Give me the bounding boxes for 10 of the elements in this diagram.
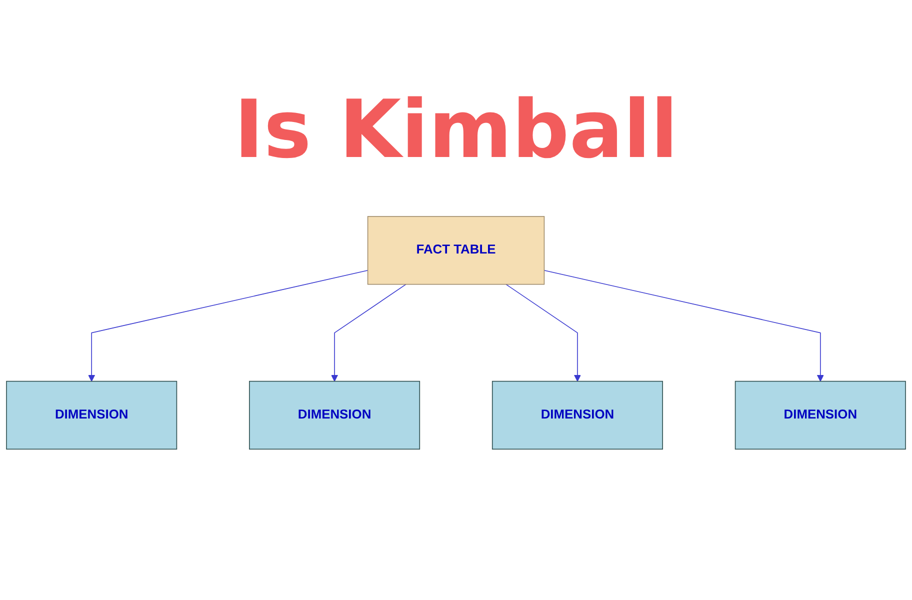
arrow (88, 270, 368, 382)
node-box: DIMENSION (6, 380, 178, 450)
node-box: DIMENSION (492, 380, 663, 450)
arrow (544, 270, 824, 382)
node-box: FACT TABLE (367, 216, 545, 285)
arrow (506, 284, 582, 382)
node-box: DIMENSION (249, 380, 420, 450)
arrow (330, 284, 406, 382)
title: Is Kimball (232, 90, 680, 170)
node-box: DIMENSION (734, 380, 906, 450)
